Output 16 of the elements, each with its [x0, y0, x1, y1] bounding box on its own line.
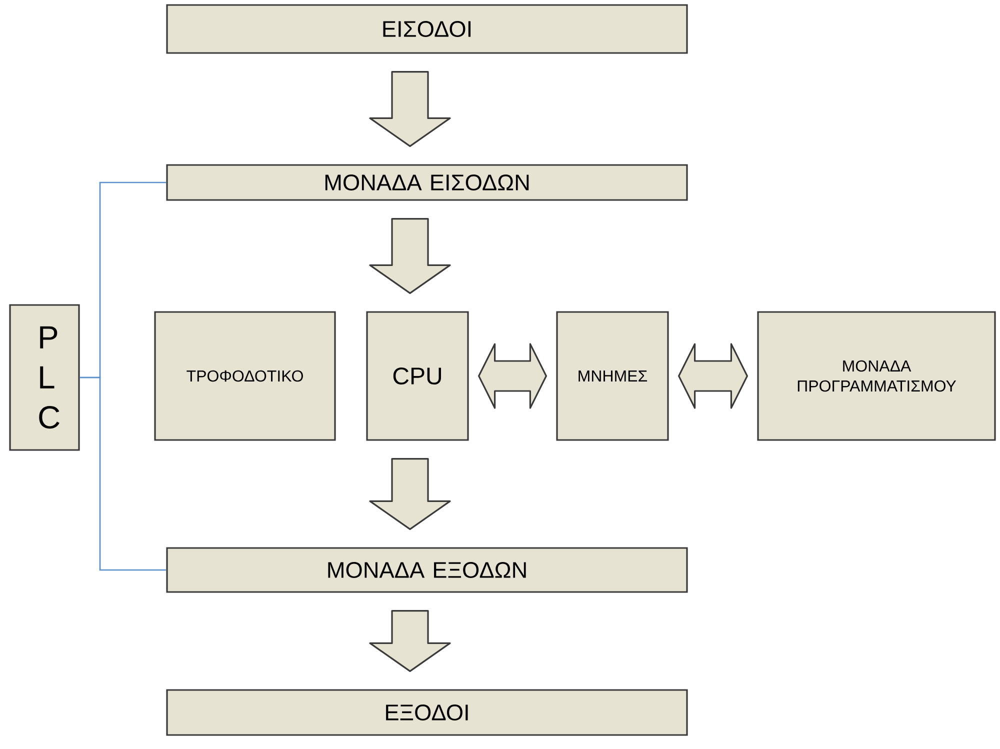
block-arrow — [478, 343, 547, 409]
block-arrow — [678, 343, 748, 409]
input-box: ΕΙΣΟΔΟΙ — [166, 4, 688, 54]
block-arrow — [369, 458, 451, 530]
block-arrow — [369, 218, 451, 294]
block-arrow — [369, 610, 451, 672]
label-box: P L C — [9, 304, 80, 451]
unit-box: ΜΟΝΑΔΑ ΠΡΟΓΡΑΜΜΑΤΙΣΜΟΥ — [757, 311, 996, 441]
unit-box: ΤΡΟΦΟΔΟΤΙΚΟ — [154, 311, 336, 441]
connector-line — [80, 376, 166, 571]
block-arrow — [369, 71, 451, 147]
unit-box: ΜΟΝΑΔΑ ΕΞΟΔΩΝ — [166, 547, 688, 593]
unit-box: CPU — [366, 311, 469, 441]
output-box: ΕΞΟΔΟΙ — [166, 689, 688, 736]
unit-box: ΜΟΝΑΔΑ ΕΙΣΟΔΩΝ — [166, 164, 688, 201]
unit-box: ΜΝΗΜΕΣ — [556, 311, 669, 441]
